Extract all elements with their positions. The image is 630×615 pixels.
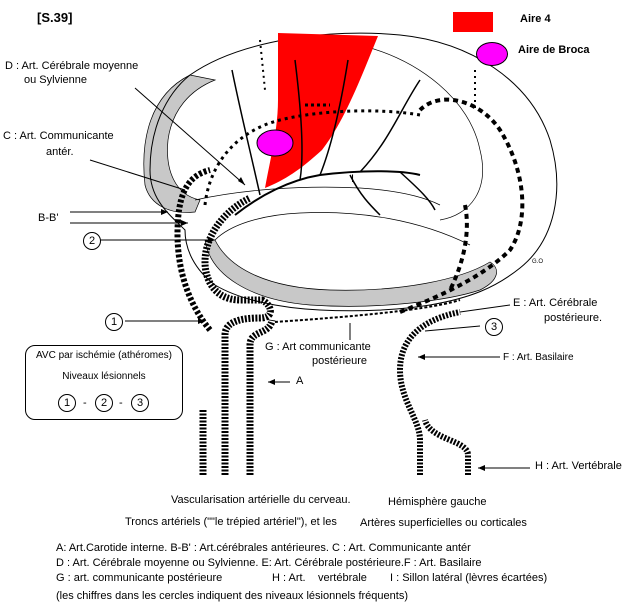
caption-key-3b: H : Art. bbox=[272, 572, 306, 584]
mca-branch-3 bbox=[359, 79, 421, 173]
label-I: I bbox=[351, 173, 355, 185]
label-C-line1: C : Art. Communicante bbox=[3, 130, 114, 142]
mca-branch-4 bbox=[349, 174, 381, 216]
caption-key-3d: I : Sillon latéral (lèvres écartées) bbox=[390, 572, 548, 584]
mca-branch-1 bbox=[319, 59, 349, 176]
brain-outline bbox=[149, 32, 558, 312]
broca-region bbox=[256, 129, 294, 157]
caption-key-4: (les chiffres dans les cercles indiquent… bbox=[56, 590, 408, 602]
pointer-lines bbox=[70, 87, 530, 469]
basilar-artery bbox=[396, 309, 461, 475]
carotid-artery bbox=[201, 194, 274, 475]
temporal-contour bbox=[214, 212, 471, 246]
signature: G.O bbox=[532, 259, 544, 265]
figure-code: [S.39] bbox=[37, 10, 73, 25]
avc-box-subtitle: Niveaux lésionnels bbox=[62, 371, 146, 382]
label-C-line2: antér. bbox=[46, 146, 74, 158]
level-circle-1: 1 bbox=[105, 313, 123, 331]
avc-level-2: 2 bbox=[95, 394, 113, 412]
aire4-region bbox=[265, 33, 378, 188]
caption-superficial: Artères superficielles ou corticales bbox=[360, 517, 527, 529]
label-G-line2: postérieure bbox=[312, 355, 368, 367]
label-BB: B-B' bbox=[38, 212, 59, 224]
legend-aire4-label: Aire 4 bbox=[520, 13, 551, 25]
mca-branch-2 bbox=[294, 59, 303, 181]
label-E-line2: postérieure. bbox=[544, 312, 603, 324]
parietal-contour bbox=[359, 44, 483, 221]
level-circle-3: 3 bbox=[485, 318, 503, 336]
caption-troncs: Troncs artériels (""le trépied artériel"… bbox=[125, 516, 337, 528]
caption-key-3c: vertébrale bbox=[318, 572, 367, 584]
avc-sep-2: - bbox=[119, 397, 123, 409]
avc-level-3: 3 bbox=[131, 394, 149, 412]
caption-key-3a: G : art. communicante postérieure bbox=[56, 572, 223, 584]
anterior-cerebral-dotted bbox=[203, 109, 421, 206]
caption-key-2: D : Art. Cérébrale moyenne ou Sylvienne.… bbox=[56, 557, 482, 569]
vertebral-artery bbox=[422, 418, 471, 475]
caption-title: Vascularisation artérielle du cerveau. bbox=[171, 494, 351, 506]
middle-cerebral-artery bbox=[234, 170, 421, 216]
legend-aire4-swatch bbox=[453, 12, 493, 32]
frontal-gray-region bbox=[143, 74, 217, 213]
temporal-gray-region bbox=[204, 239, 497, 307]
level-circle-2: 2 bbox=[83, 232, 101, 250]
label-G-line1: G : Art communicante bbox=[265, 341, 371, 353]
anterior-cerebral-artery bbox=[174, 167, 213, 332]
carotid-artery-2 bbox=[246, 318, 276, 475]
top-dotted-2 bbox=[259, 39, 266, 91]
legend-broca-swatch bbox=[476, 42, 508, 66]
avc-level-1: 1 bbox=[58, 394, 76, 412]
label-D-line2: ou Sylvienne bbox=[24, 74, 87, 86]
label-H: H : Art. Vertébrale bbox=[535, 460, 622, 472]
caption-key-1: A: Art.Carotide interne. B-B' : Art.céré… bbox=[56, 542, 471, 554]
sylvian-contour bbox=[194, 186, 441, 206]
label-F: F : Art. Basilaire bbox=[503, 352, 574, 363]
avc-box-title: AVC par ischémie (athéromes) bbox=[36, 350, 172, 361]
mca-branch-5 bbox=[399, 171, 436, 211]
mca-branch-6 bbox=[231, 69, 261, 196]
posterior-communicating-artery bbox=[274, 299, 461, 323]
caption-hemisphere: Hémisphère gauche bbox=[388, 496, 487, 508]
avc-box: AVC par ischémie (athéromes) Niveaux lés… bbox=[25, 345, 183, 420]
posterior-dotted-arc bbox=[399, 97, 525, 314]
arrowheads bbox=[161, 177, 485, 471]
posterior-dotted-arc-2 bbox=[448, 204, 469, 291]
avc-sep-1: - bbox=[83, 397, 87, 409]
label-D-line1: D : Art. Cérébrale moyenne bbox=[5, 60, 139, 72]
label-E-line1: E : Art. Cérébrale bbox=[513, 297, 598, 309]
label-A: A bbox=[296, 375, 304, 387]
legend-broca-label: Aire de Broca bbox=[518, 44, 590, 56]
